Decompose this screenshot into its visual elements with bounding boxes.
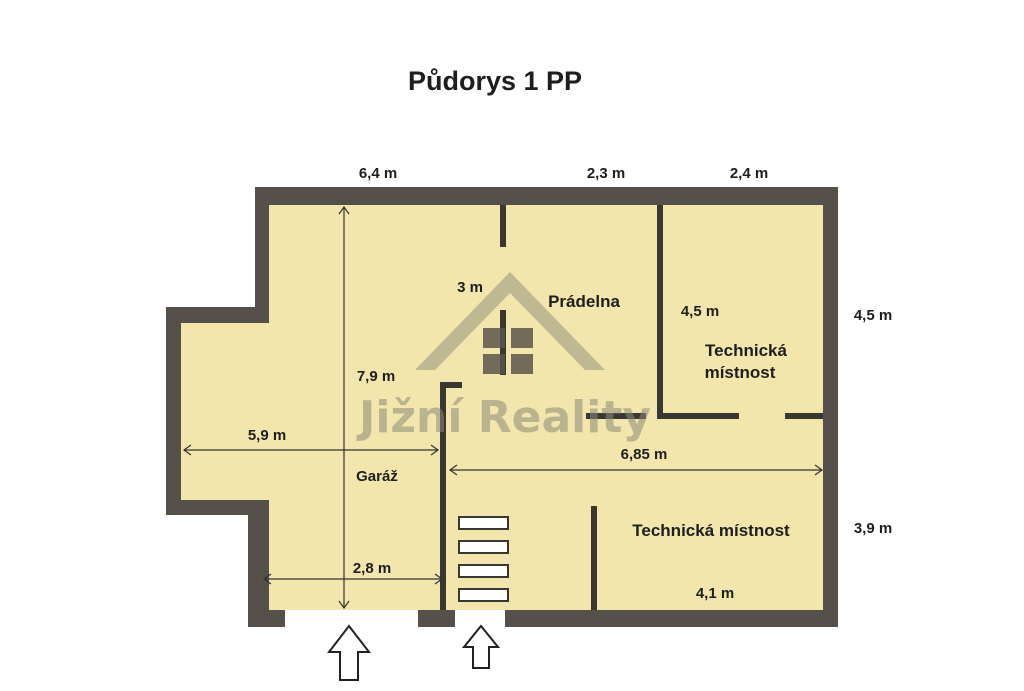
room-label-tech-top-1: Technická	[705, 341, 787, 360]
room-label-garaz: Garáž	[356, 468, 398, 485]
room-label-pradelna: Prádelna	[548, 292, 620, 311]
page-title: Půdorys 1 PP	[408, 66, 582, 96]
room-label-tech-top-2: místnost	[705, 363, 776, 382]
dim-garage-width: 5,9 m	[248, 427, 286, 444]
dim-right-upper: 4,5 m	[854, 307, 892, 324]
dim-top-right: 2,4 m	[730, 165, 768, 182]
dim-top-mid: 2,3 m	[587, 165, 625, 182]
house-logo-icon	[415, 272, 605, 370]
garage-entrance-arrow	[326, 624, 372, 681]
dim-garage-length: 7,9 m	[357, 368, 395, 385]
stair-entrance-arrow	[461, 624, 501, 669]
watermark: Jižní Reality	[356, 272, 651, 443]
window-logo-icon	[483, 328, 533, 374]
dimension-lines	[182, 205, 824, 610]
dim-top-left: 6,4 m	[359, 165, 397, 182]
dim-tech-top-height: 4,5 m	[681, 303, 719, 320]
dim-garage-door: 2,8 m	[353, 560, 391, 577]
dim-inner-3m: 3 m	[457, 279, 483, 296]
dim-tech-bottom-width: 4,1 m	[696, 585, 734, 602]
dim-corridor-length: 6,85 m	[621, 446, 668, 463]
dim-right-lower: 3,9 m	[854, 520, 892, 537]
room-label-tech-bottom: Technická místnost	[632, 521, 790, 540]
watermark-text: Jižní Reality	[356, 392, 651, 443]
staircase	[458, 516, 509, 602]
